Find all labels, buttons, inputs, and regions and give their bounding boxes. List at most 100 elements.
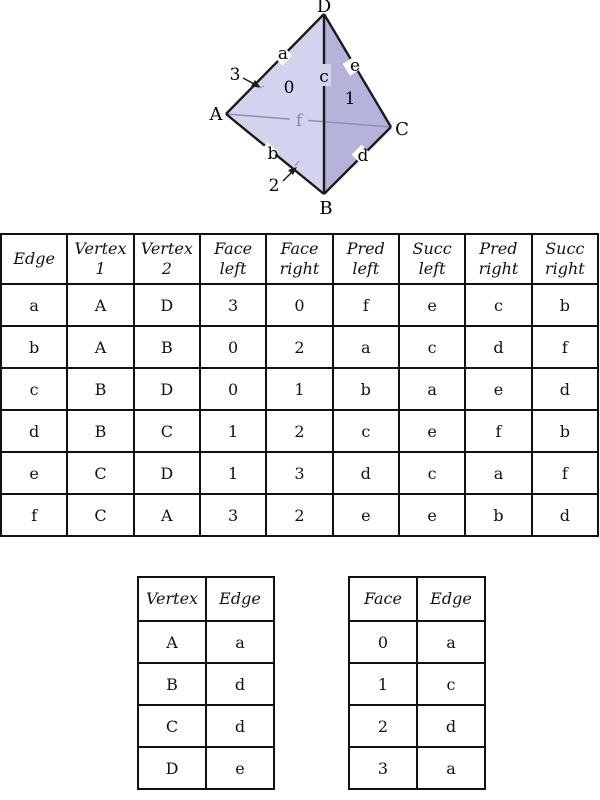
table-cell: b	[530, 409, 600, 453]
table-cell: C	[137, 704, 207, 748]
table-cell: A	[66, 283, 135, 327]
header-text: Succ	[545, 239, 585, 258]
table-cell: C	[66, 493, 135, 537]
edge-label-d: d	[358, 146, 369, 166]
edge-a-gap	[269, 42, 293, 66]
vertex-label-c: C	[395, 119, 409, 140]
header-text: Pred	[346, 239, 385, 258]
table-cell: B	[137, 662, 207, 706]
table-cell: b	[0, 325, 69, 369]
face-1-fill	[324, 14, 391, 194]
table-cell: e	[331, 493, 400, 537]
vertex-table-header-row: Vertex Edge	[137, 576, 275, 622]
face-table-header-row: Face Edge	[348, 576, 486, 622]
table-cell: 0	[198, 367, 268, 411]
face-label-0: 0	[284, 78, 295, 98]
header-text: Face	[280, 239, 319, 258]
table-cell: a	[331, 325, 400, 369]
table-cell: 0	[348, 620, 418, 664]
table-cell: d	[331, 451, 400, 495]
table-cell: 0	[198, 325, 268, 369]
face-2-tick	[294, 160, 300, 167]
table-cell: f	[464, 409, 533, 453]
header-text: Pred	[479, 239, 518, 258]
table-cell: c	[331, 409, 400, 453]
table-cell: D	[137, 746, 207, 790]
table-cell: c	[416, 662, 486, 706]
table-cell: 3	[348, 746, 418, 790]
header-text: Face	[214, 239, 253, 258]
tetrahedron-diagram: f a c e b d 0 1 3 2 D A C B	[209, 0, 409, 219]
face-3-tick	[258, 85, 265, 89]
table-cell: 3	[198, 493, 268, 537]
vertex-label-a: A	[209, 104, 224, 125]
header-text: right	[279, 259, 320, 278]
table-cell: e	[464, 367, 533, 411]
table-cell: B	[66, 409, 135, 453]
table-cell: 1	[198, 451, 268, 495]
header-text: 1	[95, 259, 106, 278]
table-cell: 2	[265, 325, 334, 369]
table-cell: D	[132, 451, 201, 495]
table-cell: D	[132, 283, 201, 327]
vertex-label-d: D	[317, 0, 331, 17]
table-cell: 3	[265, 451, 334, 495]
vertex-table-header-vertex: Vertex	[137, 576, 207, 622]
table-cell: C	[66, 451, 135, 495]
table-cell: A	[132, 493, 201, 537]
table-cell: 2	[265, 409, 334, 453]
table-cell: a	[205, 620, 275, 664]
table-cell: d	[0, 409, 69, 453]
face-3-arrowhead-icon	[251, 80, 261, 88]
table-cell: a	[416, 620, 486, 664]
table-cell: f	[331, 283, 400, 327]
header-text: right	[478, 259, 519, 278]
face-table-header-edge: Edge	[416, 576, 486, 622]
table-cell: A	[66, 325, 135, 369]
table-cell: b	[464, 493, 533, 537]
header-text: Vertex	[140, 239, 193, 258]
table-cell: f	[530, 451, 600, 495]
face-label-2: 2	[269, 176, 280, 196]
table-cell: c	[464, 283, 533, 327]
table-cell: b	[331, 367, 400, 411]
table-cell: e	[0, 451, 69, 495]
table-cell: B	[132, 325, 201, 369]
header-text: left	[418, 259, 446, 278]
edge-f-line	[225, 113, 392, 128]
edge-b-gap	[255, 142, 279, 166]
table-cell: 1	[265, 367, 334, 411]
face-2-arrowhead-icon	[288, 167, 297, 175]
edge-label-c: c	[319, 67, 329, 87]
table-cell: d	[416, 704, 486, 748]
edge-d-gap	[351, 144, 375, 168]
table-cell: A	[137, 620, 207, 664]
table-cell: D	[132, 367, 201, 411]
edge-c-gap	[317, 64, 331, 86]
table-cell: f	[0, 493, 69, 537]
table-cell: b	[530, 283, 600, 327]
table-cell: 2	[265, 493, 334, 537]
header-text: left	[352, 259, 380, 278]
face-label-3: 3	[230, 65, 241, 85]
edge-label-f: f	[296, 111, 304, 131]
face-0-fill	[226, 14, 324, 194]
table-cell: e	[397, 493, 467, 537]
